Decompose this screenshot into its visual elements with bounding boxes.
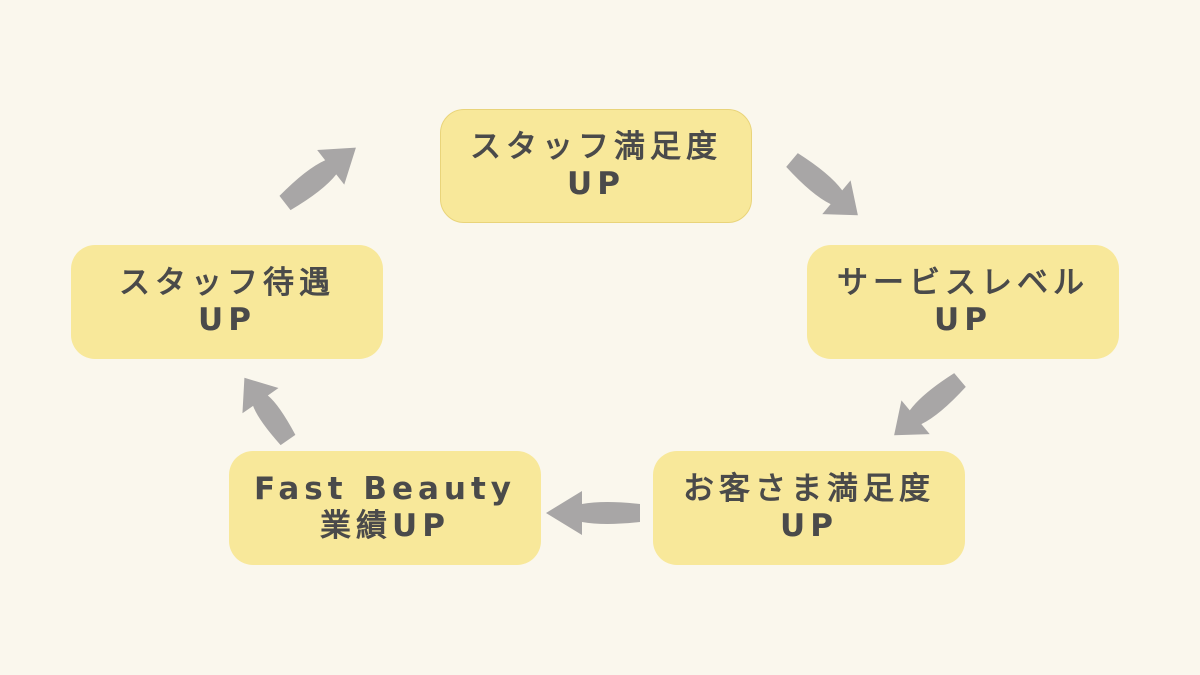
node-service-level: サービスレベル UP — [807, 245, 1119, 359]
node-staff-treatment: スタッフ待遇 UP — [71, 245, 383, 359]
node-staff-treatment-line1: スタッフ待遇 — [119, 264, 335, 301]
node-staff-satisfaction-line2: UP — [567, 166, 625, 202]
arrow-1-to-2-icon — [786, 153, 858, 216]
node-customer-satisfaction-line1: お客さま満足度 — [683, 470, 935, 507]
arrow-5-to-1-icon — [279, 147, 356, 211]
node-customer-satisfaction-line2: UP — [780, 508, 838, 544]
arrow-4-to-5-icon — [242, 377, 296, 446]
node-fast-beauty-performance-line1: Fast Beauty — [253, 470, 516, 507]
node-staff-treatment-line2: UP — [198, 302, 256, 338]
node-customer-satisfaction: お客さま満足度 UP — [653, 451, 965, 565]
arrow-3-to-4-icon — [546, 491, 640, 535]
arrow-2-to-3-icon — [894, 373, 966, 436]
node-staff-satisfaction: スタッフ満足度 UP — [440, 109, 752, 223]
node-fast-beauty-performance: Fast Beauty 業績UP — [229, 451, 541, 565]
node-service-level-line2: UP — [934, 302, 992, 338]
node-fast-beauty-performance-line2: 業績UP — [320, 508, 450, 544]
node-service-level-line1: サービスレベル — [837, 264, 1089, 301]
node-staff-satisfaction-line1: スタッフ満足度 — [470, 128, 722, 165]
